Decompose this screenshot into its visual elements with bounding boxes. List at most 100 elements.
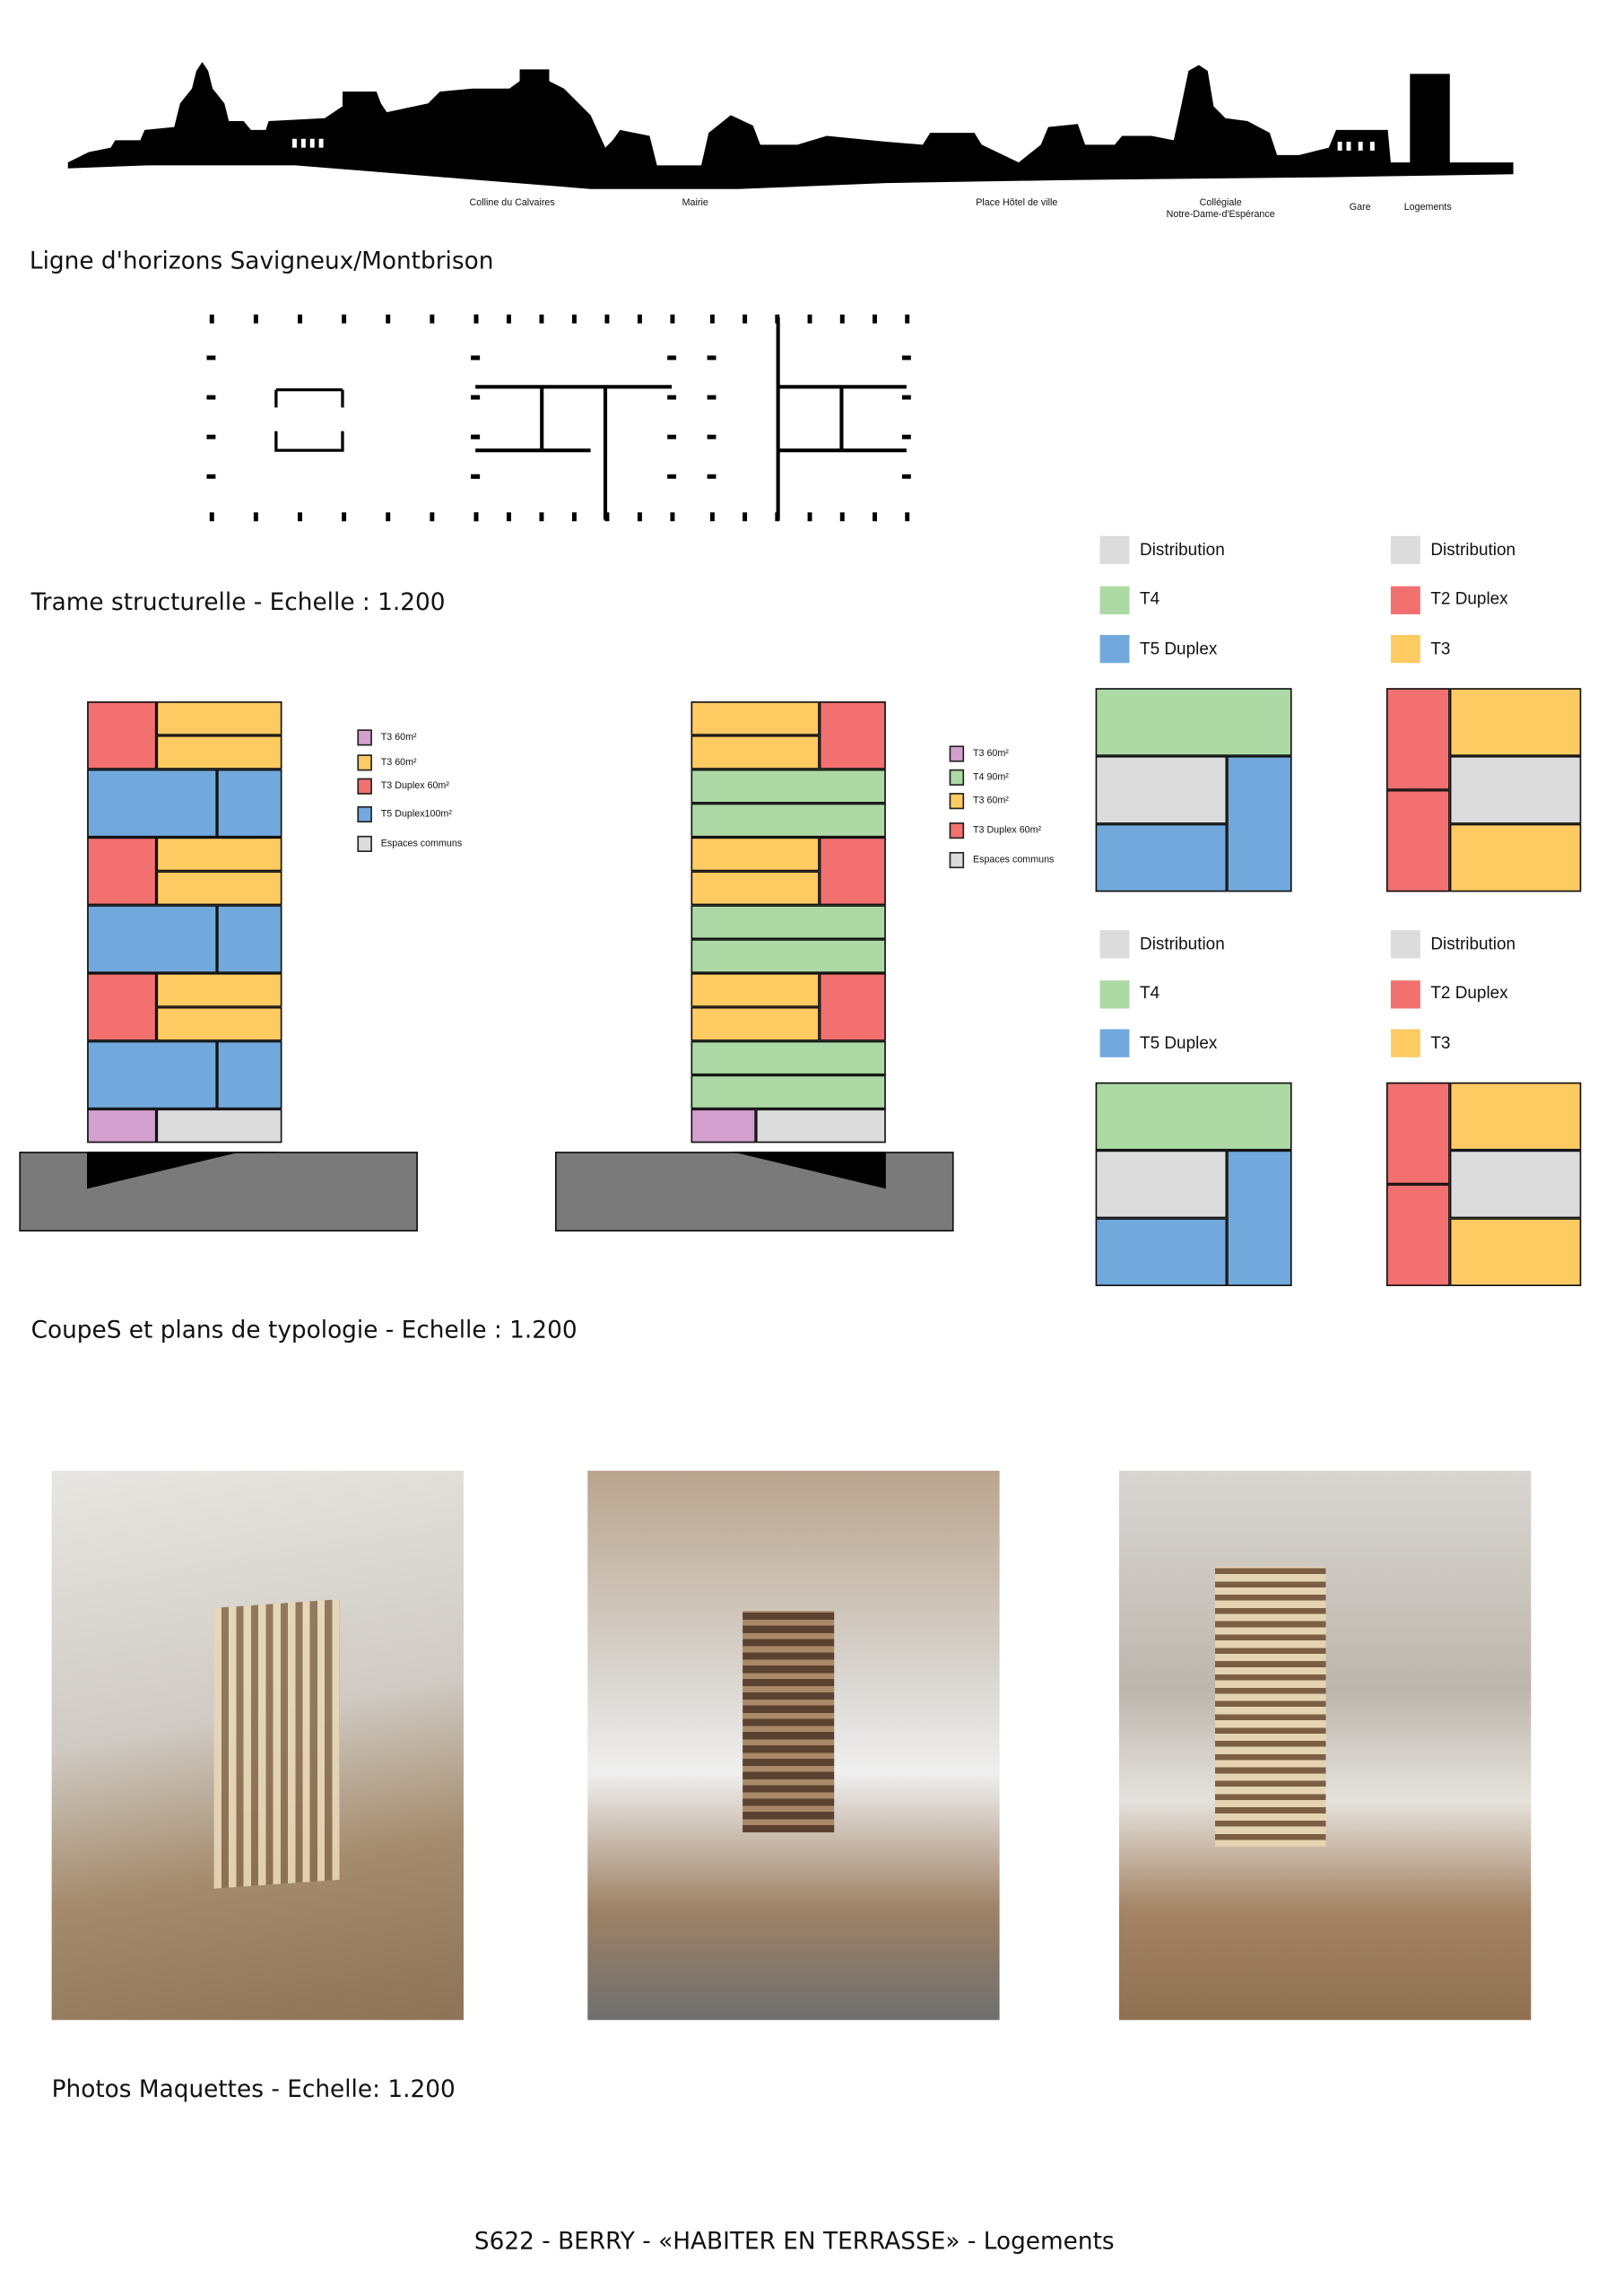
legend-label: Distribution [1430,541,1516,560]
legend-swatch [1390,535,1420,564]
skyline-label-calvaire: Colline du Calvaires [469,197,555,209]
legend-item: Espaces communs [949,851,1055,869]
apartment-t4 [690,803,886,838]
plan-t5-duplex [1227,1150,1292,1287]
foundation-wedge [87,1152,282,1189]
skyline-title: Ligne d'horizons Savigneux/Montbrison [29,246,494,275]
ground-base [19,1152,418,1232]
legend-label: T5 Duplex [1140,639,1218,658]
legend-label: T5 Duplex [1140,1034,1218,1053]
legend-label: T3 60m² [380,757,417,769]
legend-label: T3 [1430,639,1451,658]
skyline-label-mairie: Mairie [682,197,708,209]
photos-title: Photos Maquettes - Echelle: 1.200 [51,2074,456,2103]
plan-distribution [1449,1150,1582,1219]
apartment-t3-duplex [819,972,886,1041]
plan-t4 [1095,688,1292,756]
model-photo-3 [1118,1470,1532,2021]
apartment-t3-small [690,1109,756,1144]
legend-label: Distribution [1140,935,1225,953]
legend-swatch [1099,585,1130,614]
legend-swatch [949,793,965,810]
apartment-t3 [690,701,820,735]
legend-item: T4 90m² [949,769,1009,786]
apartment-t4 [690,769,886,804]
legend-label: T4 [1140,985,1160,1003]
plan-legend-item: T3 [1390,1029,1451,1057]
legend-swatch [949,769,965,786]
legend-swatch [357,805,372,823]
legend-label: Espaces communs [972,855,1055,865]
skyline-label-place: Place Hôtel de ville [976,197,1058,209]
plan-t2-duplex [1385,688,1450,790]
plan-legend-item: Distribution [1390,930,1516,959]
structure-title: Trame structurelle - Echelle : 1.200 [30,587,446,616]
plan-legend-item: T4 [1099,979,1160,1008]
legend-swatch [357,835,372,852]
legend-label: T3 60m² [972,796,1009,806]
apartment-t3-small [87,1109,157,1144]
legend-swatch [949,851,965,869]
common-space [755,1109,886,1144]
legend-item: T3 60m² [949,745,1009,762]
plan-t3 [1449,1082,1582,1151]
legend-label: T3 [1430,1034,1451,1053]
legend-label: T2 Duplex [1430,590,1508,609]
common-space [156,1109,282,1144]
plan-legend-item: Distribution [1099,930,1225,959]
apartment-t3-duplex [87,837,157,906]
sections-title: CoupeS et plans de typologie - Echelle :… [30,1315,578,1344]
legend-label: T3 60m² [380,732,417,744]
legend-label: T3 Duplex 60m² [972,825,1042,836]
legend-label: Espaces communs [380,839,463,849]
legend-label: T5 Duplex100m² [380,809,452,820]
apartment-t3 [690,837,820,872]
apartment-t4 [690,1074,886,1109]
plan-t5-duplex [1227,755,1292,892]
plan-legend-item: T3 [1390,634,1451,664]
plan-t5-duplex [1095,1218,1228,1287]
apartment-t3 [156,871,282,906]
apartment-t3 [156,1006,282,1041]
legend-label: Distribution [1140,541,1225,560]
apartment-t5-duplex [217,905,282,973]
apartment-t5-duplex [217,1040,282,1109]
legend-swatch [1099,1029,1130,1057]
apartment-t3 [156,837,282,872]
plan-legend-item: Distribution [1099,535,1225,564]
model-photo-2 [587,1470,1000,2021]
apartment-t5-duplex [87,905,218,973]
plan-t4 [1095,1082,1292,1151]
plan-t3 [1449,1218,1582,1287]
skyline-label-collegiale: Collégiale Notre-Dame-d'Espérance [1166,197,1275,221]
legend-item: T3 60m² [949,793,1009,810]
apartment-t3 [690,972,820,1007]
legend-item: T3 60m² [357,754,417,771]
plan-legend-item: T4 [1099,585,1159,614]
plan-legend-item: T5 Duplex [1099,634,1218,664]
legend-label: Distribution [1430,935,1516,953]
plan-distribution [1095,755,1228,824]
skyline-silhouette [67,62,1514,189]
plan-t2-duplex [1385,789,1450,892]
apartment-t3-duplex [819,837,886,906]
legend-swatch [1099,979,1130,1008]
apartment-t3 [156,701,282,735]
legend-swatch [357,729,372,746]
legend-label: T3 60m² [972,748,1009,760]
apartment-t3 [690,871,820,906]
legend-swatch [1390,585,1420,614]
legend-item: T3 Duplex 60m² [949,822,1042,839]
apartment-t4 [690,1040,886,1075]
legend-item: T5 Duplex100m² [357,805,452,823]
structural-grid-plans [206,314,911,522]
legend-swatch [357,754,372,771]
legend-swatch [1390,930,1420,959]
plan-legend-item: T2 Duplex [1390,979,1508,1008]
apartment-t5-duplex [87,769,218,838]
foundation-wedge [690,1152,886,1189]
apartment-t3-duplex [819,701,886,770]
plan-t3 [1449,823,1582,892]
legend-item: Espaces communs [357,835,463,852]
